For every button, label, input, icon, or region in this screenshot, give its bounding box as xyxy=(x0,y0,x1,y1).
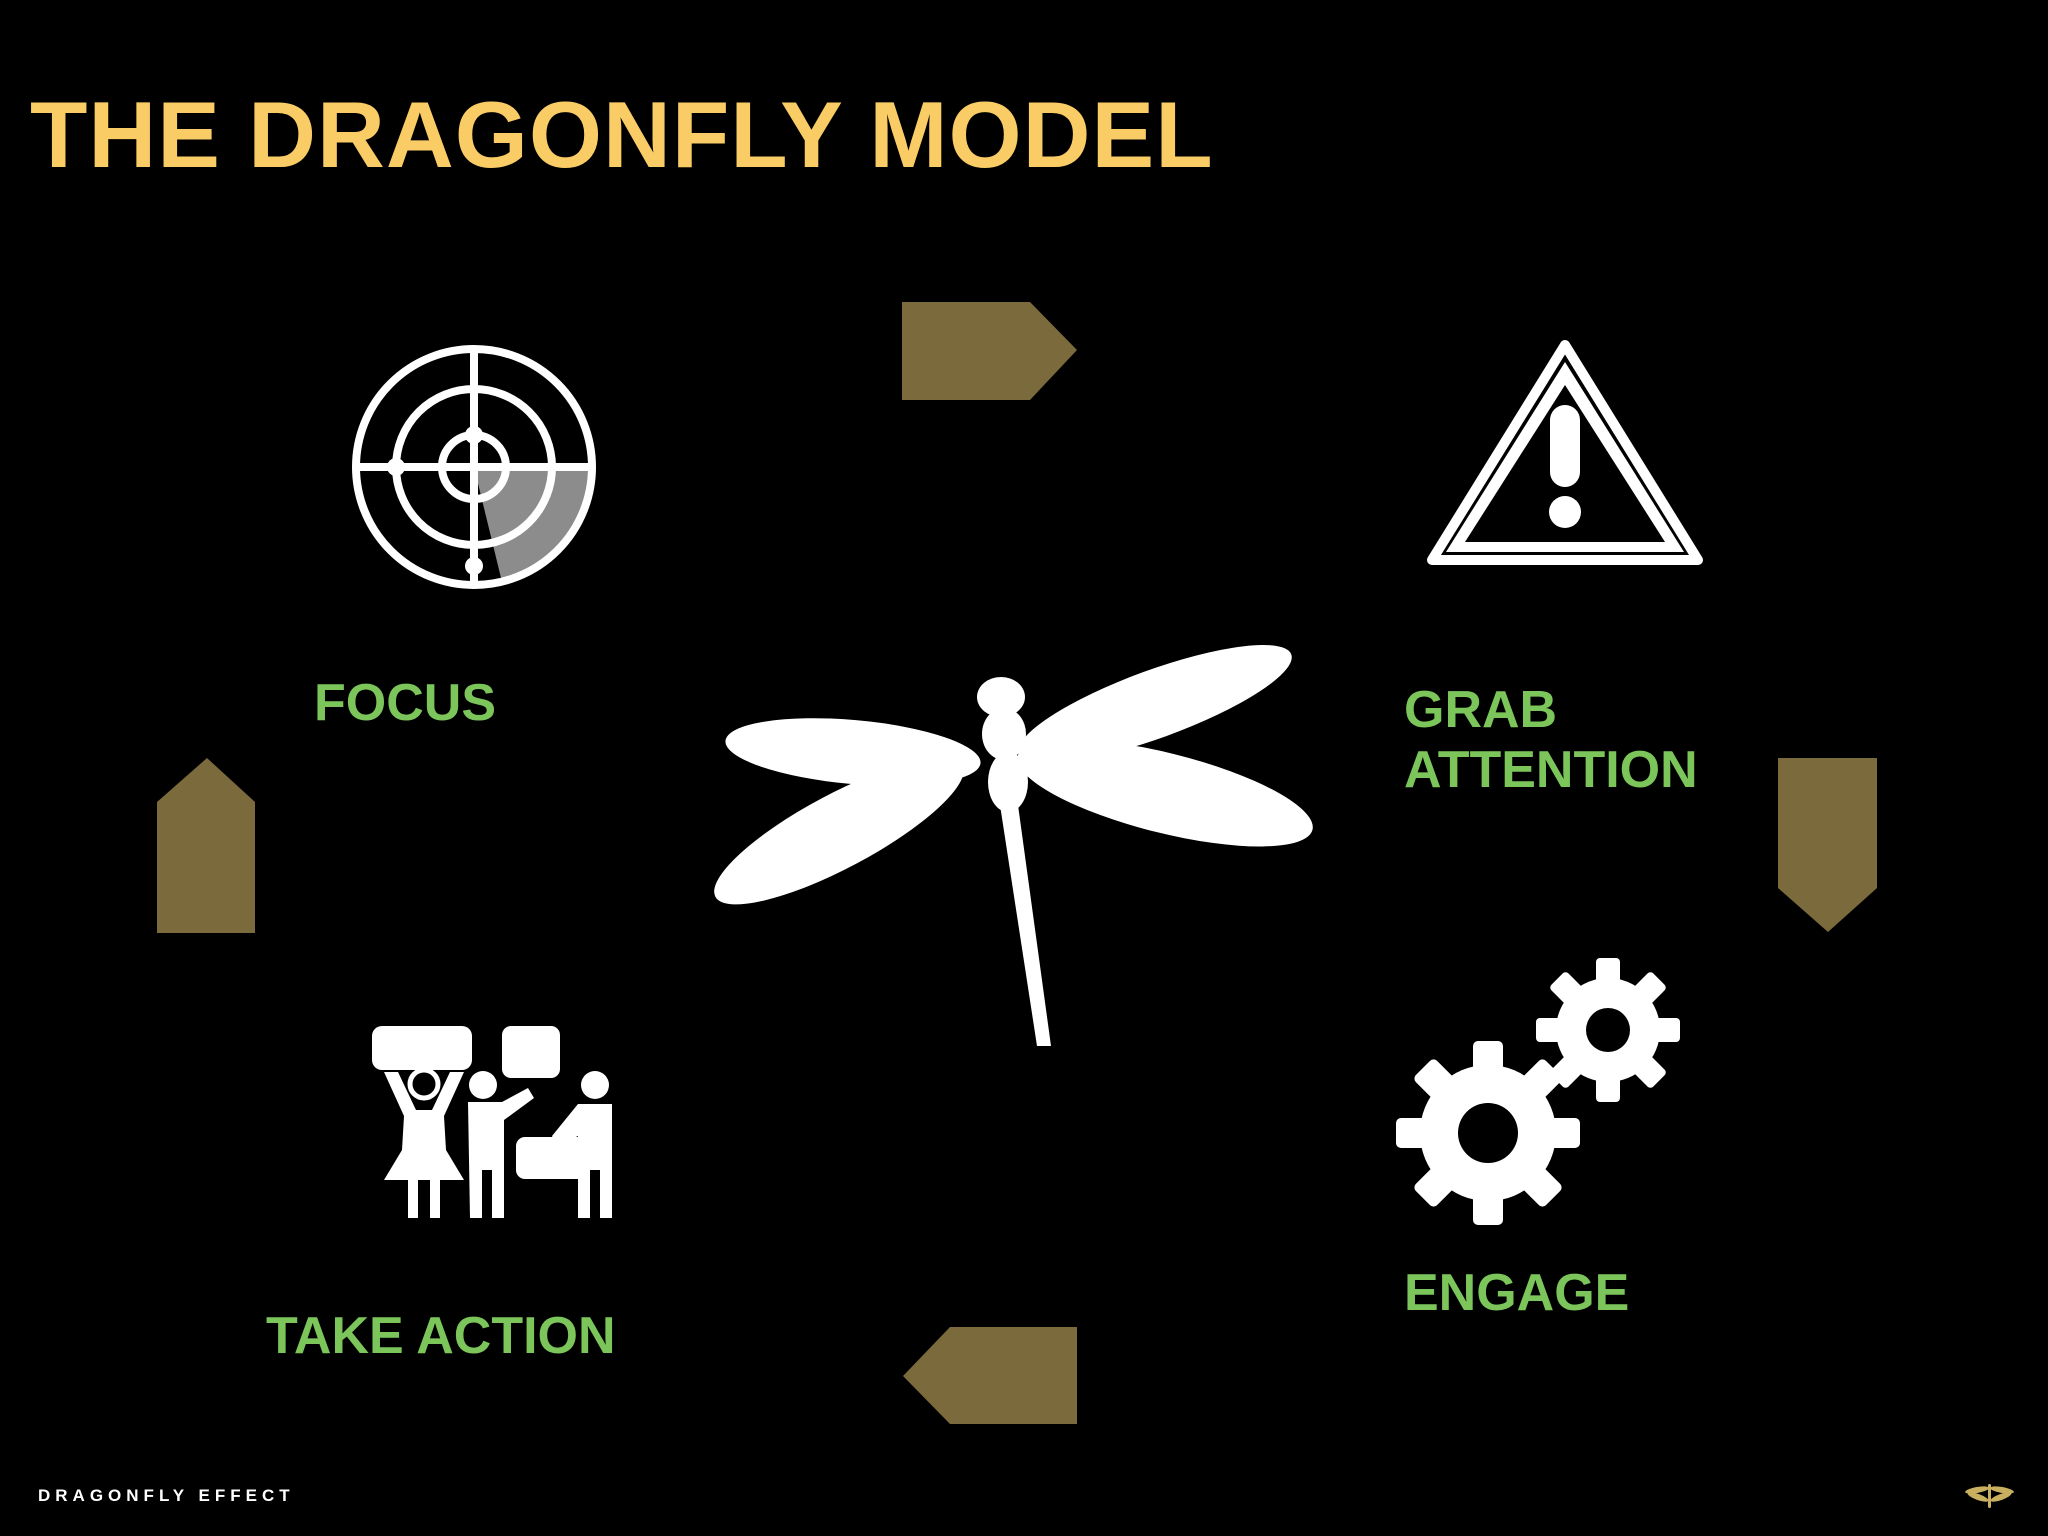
footer-brand: DRAGONFLY EFFECT xyxy=(38,1486,295,1505)
dragonfly-icon xyxy=(714,645,1313,1046)
engage-label: ENGAGE xyxy=(1404,1264,1630,1322)
arrow-right xyxy=(902,302,1077,400)
grab-attention-label: GRAB ATTENTION xyxy=(1404,680,1698,800)
warning-icon xyxy=(1427,340,1703,565)
take-action-label: TAKE ACTION xyxy=(266,1307,616,1365)
gears-icon xyxy=(1396,958,1680,1225)
dragonfly-logo-icon xyxy=(1965,1484,2014,1508)
focus-label: FOCUS xyxy=(314,674,496,732)
protest-people-icon xyxy=(372,1026,612,1218)
arrow-down xyxy=(1778,758,1877,932)
arrow-left xyxy=(903,1327,1077,1424)
target-icon xyxy=(352,345,596,589)
grab-attention-line-2: ATTENTION xyxy=(1404,741,1698,799)
grab-attention-line-1: GRAB xyxy=(1404,681,1558,739)
page-title: THE DRAGONFLY MODEL xyxy=(30,82,1214,187)
arrow-up xyxy=(157,758,255,933)
